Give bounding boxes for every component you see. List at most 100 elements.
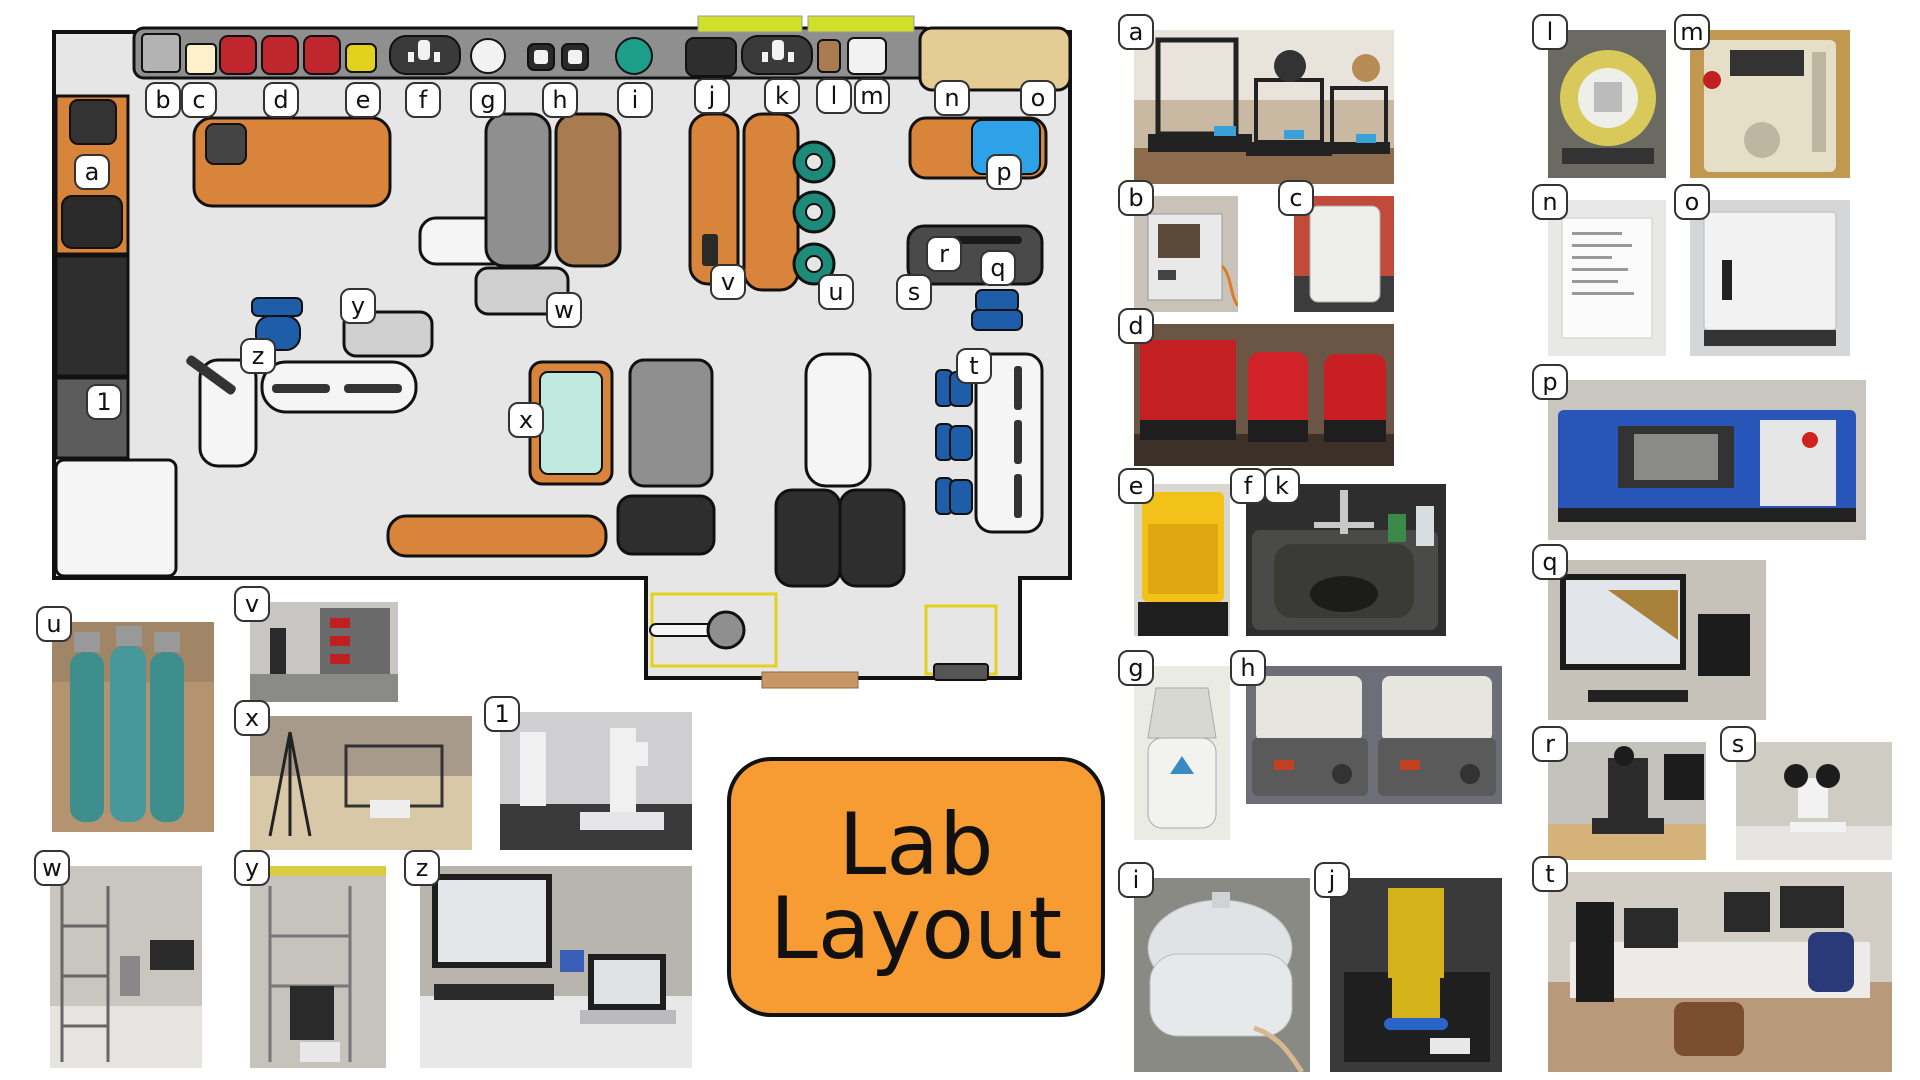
cylinder-3-valve xyxy=(805,255,823,273)
photo-label-q: q xyxy=(1532,544,1568,580)
photo-label-i: i xyxy=(1118,862,1154,898)
photo-e-wash-station[interactable]: e xyxy=(1118,468,1230,636)
item-l xyxy=(817,39,841,73)
center-white-bench xyxy=(804,352,872,488)
photo-n-notice[interactable]: n xyxy=(1532,184,1666,356)
photo-o-scene xyxy=(1690,200,1850,356)
photo-l-instrument[interactable]: l xyxy=(1532,14,1666,178)
photo-z-computer-station[interactable]: z xyxy=(404,850,692,1068)
photo-d-resin-printers[interactable]: d xyxy=(1118,308,1394,466)
t-chair-3-seat xyxy=(949,479,973,515)
photo-i-desiccator[interactable]: i xyxy=(1118,862,1310,1072)
item-e xyxy=(345,43,377,73)
map-label-t[interactable]: t xyxy=(956,348,992,384)
photo-label-l: l xyxy=(1532,14,1568,50)
map-label-s[interactable]: s xyxy=(896,274,932,310)
photo-g-distiller[interactable]: g xyxy=(1118,650,1230,840)
map-label-z[interactable]: z xyxy=(240,338,276,374)
photo-d-scene xyxy=(1134,324,1394,466)
photo-a-3d-printers[interactable]: a xyxy=(1118,14,1394,184)
photo-u-gas-cylinders[interactable]: u xyxy=(36,606,214,832)
photo-label-v: v xyxy=(234,586,270,622)
item-k-faucet xyxy=(772,40,784,60)
item-m xyxy=(847,37,887,75)
photo-p-laser-cutter[interactable]: p xyxy=(1532,364,1866,540)
item-f-faucet xyxy=(418,40,430,60)
title-line-2: Layout xyxy=(769,879,1063,979)
map-label-w[interactable]: w xyxy=(546,292,582,328)
map-label-v[interactable]: v xyxy=(710,264,746,300)
map-label-k[interactable]: k xyxy=(764,78,800,114)
map-label-h[interactable]: h xyxy=(542,82,578,118)
photo-s-scene xyxy=(1736,742,1892,860)
brown-bench xyxy=(554,112,622,268)
photo-c-white-appliance[interactable]: c xyxy=(1278,180,1394,312)
door-knob xyxy=(706,610,746,650)
map-label-g[interactable]: g xyxy=(470,82,506,118)
map-label-l[interactable]: l xyxy=(816,78,852,114)
item-d1 xyxy=(219,35,257,75)
item-k-handle-l xyxy=(762,52,768,62)
item-i xyxy=(615,37,653,75)
microscope-chair-seat xyxy=(971,309,1023,331)
photo-fk-scene xyxy=(1246,484,1446,636)
map-label-q[interactable]: q xyxy=(980,250,1016,286)
photo-j-heat-press[interactable]: j xyxy=(1314,862,1502,1072)
photo-m-machine[interactable]: m xyxy=(1674,14,1850,178)
map-label-i[interactable]: i xyxy=(617,82,653,118)
photo-t-workstations[interactable]: t xyxy=(1532,856,1892,1072)
dark-block-1 xyxy=(774,488,842,588)
photo-label-m: m xyxy=(1674,14,1710,50)
photo-h-scene xyxy=(1246,666,1502,804)
photo-1-scene xyxy=(500,712,692,850)
photo-label-e: e xyxy=(1118,468,1154,504)
map-label-m[interactable]: m xyxy=(854,78,890,114)
map-label-r[interactable]: r xyxy=(926,236,962,272)
map-label-j[interactable]: j xyxy=(694,78,730,114)
photo-r-microscope[interactable]: r xyxy=(1532,726,1706,860)
photo-label-f: f xyxy=(1230,468,1266,504)
map-label-y[interactable]: y xyxy=(340,288,376,324)
map-label-o[interactable]: o xyxy=(1020,80,1056,116)
map-label-a[interactable]: a xyxy=(74,154,110,190)
photo-r-scene xyxy=(1548,742,1706,860)
item-no-cabinet xyxy=(918,26,1072,92)
photo-w-rack[interactable]: w xyxy=(34,850,202,1068)
photo-s-stereo-microscope[interactable]: s xyxy=(1720,726,1892,860)
lime-shelf-left xyxy=(697,15,803,33)
title-line-1: Lab xyxy=(838,795,994,895)
photo-y-rack[interactable]: y xyxy=(234,850,386,1068)
item-b xyxy=(141,33,181,73)
photo-fk-sink[interactable]: f k xyxy=(1230,468,1446,636)
photo-x-setup[interactable]: x xyxy=(234,700,472,850)
photo-h-hot-plates[interactable]: h xyxy=(1230,650,1502,804)
map-label-1[interactable]: 1 xyxy=(86,384,122,420)
photo-1-instrument[interactable]: 1 xyxy=(484,696,692,850)
photo-label-k: k xyxy=(1264,468,1300,504)
photo-b-furnace[interactable]: b xyxy=(1118,180,1238,312)
photo-o-enclosure[interactable]: o xyxy=(1674,184,1850,356)
map-label-c[interactable]: c xyxy=(181,82,217,118)
map-label-u[interactable]: u xyxy=(818,274,854,310)
photo-y-scene xyxy=(250,866,386,1068)
map-label-x[interactable]: x xyxy=(508,402,544,438)
item-f-handle-r xyxy=(434,52,440,62)
item-w-bench xyxy=(474,266,570,316)
photo-q-computer[interactable]: q xyxy=(1532,544,1766,720)
map-label-n[interactable]: n xyxy=(934,80,970,116)
bottom-orange-bench xyxy=(386,514,608,558)
map-label-p[interactable]: p xyxy=(986,154,1022,190)
photo-g-scene xyxy=(1134,666,1230,840)
photo-m-scene xyxy=(1690,30,1850,178)
map-label-f[interactable]: f xyxy=(405,82,441,118)
map-label-d[interactable]: d xyxy=(263,82,299,118)
map-label-e[interactable]: e xyxy=(345,82,381,118)
photo-v-power-supply[interactable]: v xyxy=(234,586,398,702)
item-k-handle-r xyxy=(788,52,794,62)
orange-bench-v2 xyxy=(742,112,800,292)
photo-label-n: n xyxy=(1532,184,1568,220)
photo-label-s: s xyxy=(1720,726,1756,762)
map-label-b[interactable]: b xyxy=(145,82,181,118)
photo-j-scene xyxy=(1330,878,1502,1072)
photo-v-scene xyxy=(250,602,398,702)
